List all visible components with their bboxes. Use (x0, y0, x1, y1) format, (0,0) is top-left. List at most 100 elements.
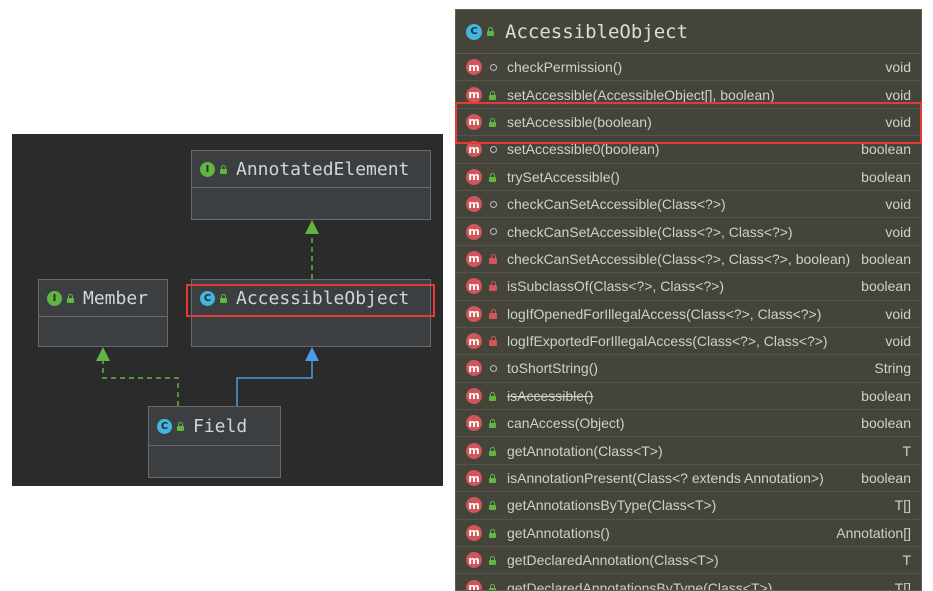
public-lock-icon (66, 293, 75, 303)
method-signature: toShortString() (507, 360, 599, 377)
method-signature: setAccessible(AccessibleObject[], boolea… (507, 86, 775, 103)
method-row[interactable]: m canAccess(Object) boolean (456, 410, 921, 438)
public-lock-icon (219, 293, 228, 303)
uml-diagram-canvas[interactable]: I AnnotatedElement I Member C Accessible… (12, 134, 443, 486)
method-return-type: boolean (861, 278, 911, 295)
method-signature: setAccessible0(boolean) (507, 141, 660, 158)
method-signature: checkCanSetAccessible(Class<?>, Class<?>… (507, 250, 851, 267)
method-signature: checkCanSetAccessible(Class<?>) (507, 196, 726, 213)
method-row[interactable]: m getDeclaredAnnotation(Class<T>) T (456, 547, 921, 575)
method-icon: m (466, 524, 482, 541)
method-signature: checkCanSetAccessible(Class<?>, Class<?>… (507, 223, 793, 240)
public-lock-icon (488, 172, 498, 182)
method-icon: m (466, 250, 482, 267)
edge-extends-accessible-object (236, 361, 313, 406)
method-icon: m (466, 360, 482, 377)
node-label: Field (193, 415, 248, 437)
method-signature: getAnnotation(Class<T>) (507, 442, 663, 459)
method-signature: logIfOpenedForIllegalAccess(Class<?>, Cl… (507, 305, 822, 322)
package-private-icon (488, 363, 498, 373)
method-icon: m (466, 470, 482, 487)
private-lock-icon (488, 336, 498, 347)
public-lock-icon (488, 528, 498, 538)
public-lock-icon (488, 117, 498, 127)
method-signature: isAnnotationPresent(Class<? extends Anno… (507, 470, 824, 487)
node-annotated-element[interactable]: I AnnotatedElement (191, 150, 431, 220)
method-row[interactable]: m isAnnotationPresent(Class<? extends Ann… (456, 465, 921, 493)
method-return-type: boolean (861, 250, 911, 267)
package-private-icon (488, 227, 498, 237)
method-icon: m (466, 141, 482, 158)
public-lock-icon (488, 446, 498, 456)
method-icon: m (466, 168, 482, 185)
method-return-type: boolean (861, 470, 911, 487)
method-return-type: boolean (861, 387, 911, 404)
highlight-box (455, 102, 922, 144)
arrowhead-member (96, 347, 110, 361)
method-icon: m (466, 415, 482, 432)
node-field[interactable]: C Field (148, 406, 281, 478)
interface-icon: I (47, 290, 62, 306)
public-lock-icon (488, 418, 498, 429)
method-icon: m (466, 223, 482, 240)
method-return-type: boolean (861, 415, 911, 432)
package-private-icon (488, 144, 498, 154)
private-lock-icon (488, 281, 498, 292)
public-lock-icon (488, 500, 498, 511)
method-icon: m (466, 59, 482, 76)
popup-title: AccessibleObject (505, 20, 689, 43)
method-icon: m (466, 579, 482, 590)
method-return-type: Annotation[] (836, 524, 911, 541)
method-return-type: void (885, 223, 911, 240)
public-lock-icon (486, 27, 495, 36)
method-signature: getDeclaredAnnotation(Class<T>) (507, 552, 719, 569)
package-private-icon (488, 199, 498, 209)
arrowhead-annotated-element (305, 220, 319, 234)
public-lock-icon (176, 421, 185, 431)
method-icon: m (466, 497, 482, 514)
method-icon: m (466, 196, 482, 213)
package-private-icon (488, 62, 498, 72)
class-icon: C (466, 23, 482, 40)
node-member[interactable]: I Member (38, 279, 168, 347)
node-label: Member (83, 287, 149, 309)
method-return-type: T (902, 552, 911, 569)
method-icon: m (466, 333, 482, 350)
highlight-box (186, 284, 435, 317)
method-return-type: T[] (894, 579, 911, 591)
method-row[interactable]: m logIfExportedForIllegalAccess(Class<?>,… (456, 328, 921, 356)
method-row[interactable]: m checkCanSetAccessible(Class<?>, Class<?… (456, 246, 921, 274)
method-icon: m (466, 552, 482, 569)
method-return-type: void (885, 59, 911, 76)
method-return-type: void (885, 333, 911, 350)
method-return-type: void (885, 305, 911, 322)
node-label: AnnotatedElement (236, 158, 410, 180)
method-row[interactable]: m getDeclaredAnnotationsByType(Class<T>) T… (456, 574, 921, 591)
method-signature: logIfExportedForIllegalAccess(Class<?>, … (507, 333, 828, 350)
arrowhead-accessible-object (305, 347, 319, 361)
interface-icon: I (200, 161, 215, 177)
method-signature: canAccess(Object) (507, 415, 625, 432)
method-signature: getDeclaredAnnotationsByType(Class<T>) (507, 579, 773, 591)
public-lock-icon (219, 164, 228, 174)
method-row[interactable]: m checkCanSetAccessible(Class<?>, Class<?… (456, 218, 921, 246)
public-lock-icon (488, 391, 498, 401)
public-lock-icon (488, 473, 498, 484)
popup-header: C AccessibleObject (456, 10, 921, 54)
public-lock-icon (488, 555, 498, 566)
